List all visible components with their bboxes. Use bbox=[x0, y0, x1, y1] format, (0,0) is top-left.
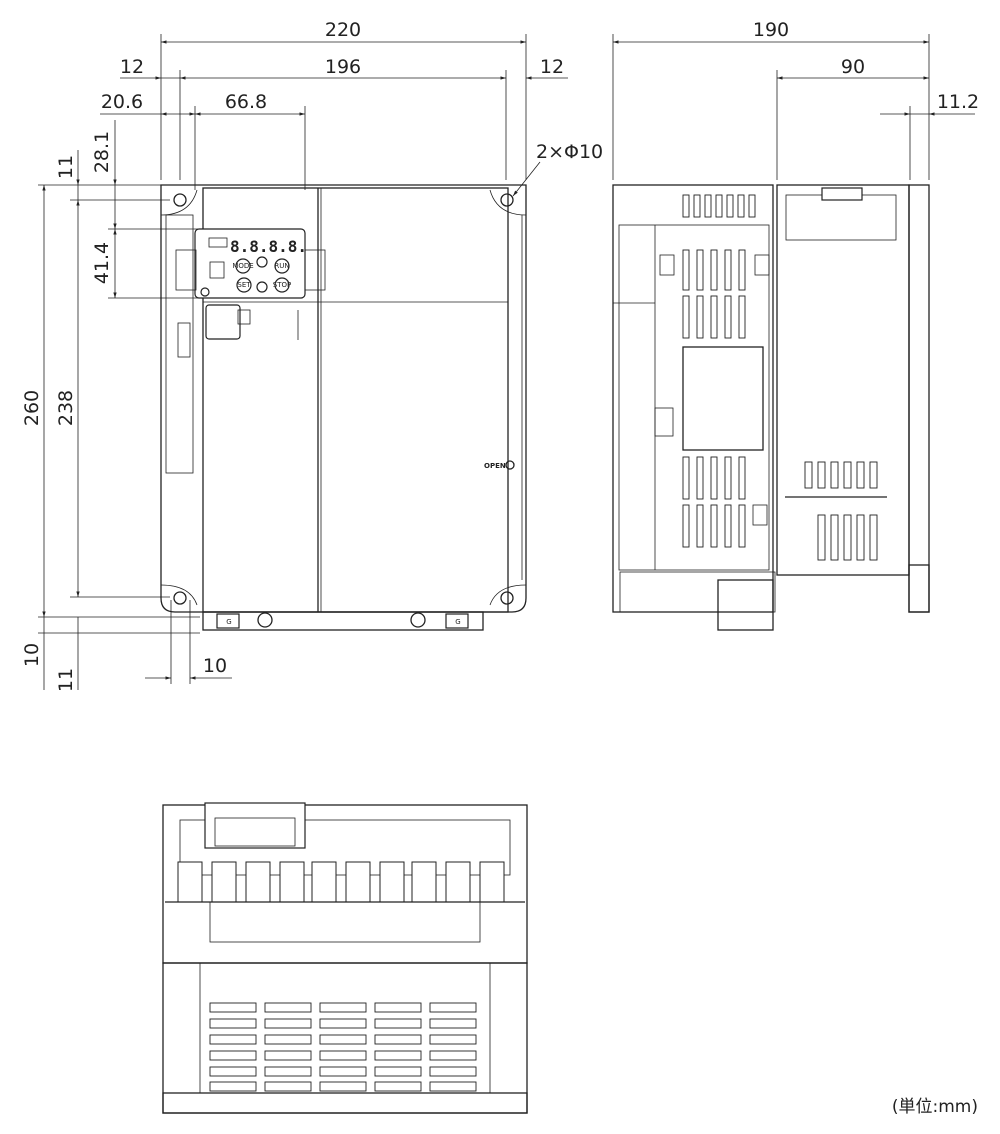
front-view: 8.8.8.8. MODE RUN SET STOP OPEN G G bbox=[160, 184, 527, 631]
dim-margin-left: 12 bbox=[120, 56, 144, 78]
run-label: RUN bbox=[274, 262, 289, 270]
connector-cover bbox=[205, 304, 241, 340]
ground-label-left: G bbox=[226, 618, 231, 626]
dim-side-offset: 11.2 bbox=[937, 91, 979, 113]
dim-height-total: 260 bbox=[21, 390, 43, 426]
up-button bbox=[256, 256, 268, 268]
run-button bbox=[274, 258, 290, 274]
down-button bbox=[256, 281, 268, 293]
dim-depth-total: 190 bbox=[753, 19, 789, 41]
dim-hole-spec: 2×Φ10 bbox=[536, 141, 603, 163]
dim-margin-right: 12 bbox=[540, 56, 564, 78]
panel-screw bbox=[200, 287, 210, 297]
dim-panel-width: 66.8 bbox=[225, 91, 267, 113]
side-view bbox=[612, 184, 930, 631]
dim-mount-pitch-w: 196 bbox=[325, 56, 361, 78]
dim-top-offset: 11 bbox=[55, 155, 77, 179]
set-button bbox=[236, 277, 252, 293]
dim-bottom-offset-10: 10 bbox=[21, 643, 43, 667]
open-label: OPEN bbox=[484, 462, 506, 470]
dim-depth-partial: 90 bbox=[841, 56, 865, 78]
dim-bottom-offset-11: 11 bbox=[55, 668, 77, 692]
panel-display: 8.8.8.8. bbox=[230, 237, 307, 256]
dim-panel-height: 41.4 bbox=[91, 242, 113, 284]
dim-hole-margin: 10 bbox=[203, 655, 227, 677]
dim-width-total: 220 bbox=[325, 19, 361, 41]
ground-terminal-left bbox=[216, 613, 240, 629]
set-label: SET bbox=[237, 281, 251, 289]
ground-terminal-right bbox=[445, 613, 469, 629]
stop-label: STOP bbox=[273, 281, 291, 289]
dim-panel-top: 28.1 bbox=[91, 131, 113, 173]
operation-panel: 8.8.8.8. MODE RUN SET STOP bbox=[175, 228, 326, 299]
dim-mount-pitch-h: 238 bbox=[55, 390, 77, 426]
ground-label-right: G bbox=[455, 618, 460, 626]
side-label-plate bbox=[682, 346, 764, 451]
mode-button bbox=[235, 258, 251, 274]
front-top-dimensions: 220 12 196 12 20.6 66.8 2×Φ10 bbox=[100, 19, 603, 197]
open-screw bbox=[505, 460, 515, 470]
dim-panel-offset-x: 20.6 bbox=[101, 91, 143, 113]
stop-button bbox=[274, 277, 290, 293]
front-left-dimensions: 260 238 11 28.1 41.4 10 11 10 bbox=[21, 120, 232, 692]
unit-note: (単位:mm) bbox=[892, 1097, 978, 1117]
side-dimensions: 190 90 11.2 bbox=[612, 19, 979, 180]
bottom-view bbox=[162, 802, 528, 1114]
mode-label: MODE bbox=[232, 262, 253, 270]
